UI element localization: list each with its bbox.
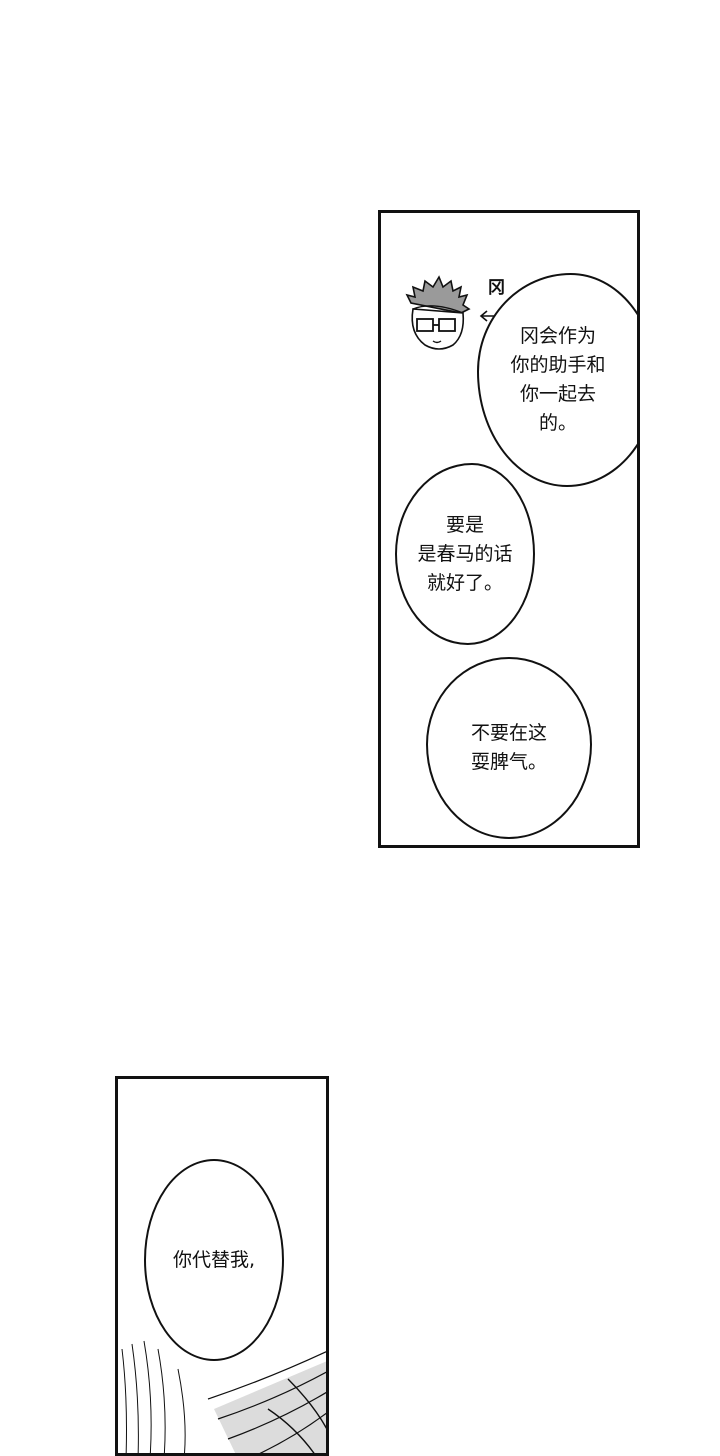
glasses-character-chibi-icon: [405, 275, 471, 350]
sfx-label: 冈: [488, 278, 505, 298]
manga-panel-bottom: 你代替我,: [115, 1076, 329, 1456]
hair-linework-icon: [121, 1340, 326, 1453]
speech-bubble-4: 你代替我,: [144, 1159, 284, 1361]
speech-bubble-2: 要是 是春马的话 就好了。: [395, 463, 535, 645]
speech-bubble-3: 不要在这 耍脾气。: [426, 657, 592, 839]
speech-bubble-1: 冈会作为 你的助手和 你一起去 的。: [477, 273, 637, 487]
manga-panel-top: 冈 冈会作为 你的助手和 你一起去 的。 要是 是春马的话 就好了。 不要在这 …: [378, 210, 640, 848]
